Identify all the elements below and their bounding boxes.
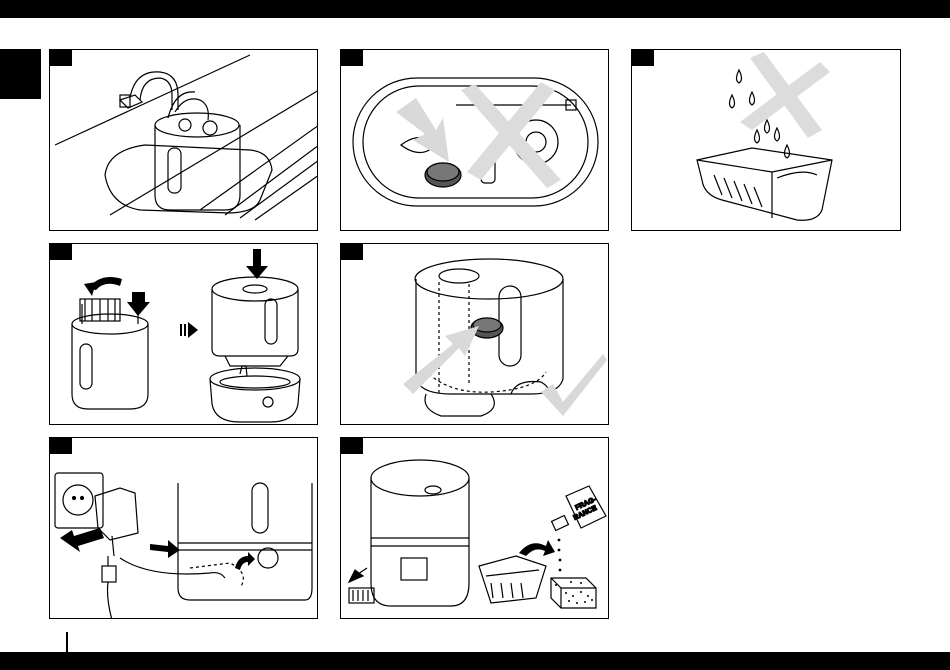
cross-mark bbox=[461, 82, 561, 188]
assemble-illustration bbox=[50, 244, 318, 425]
base-unit bbox=[210, 366, 300, 422]
power-adapter bbox=[95, 488, 138, 619]
panel-no-cartridge-base bbox=[340, 49, 609, 231]
next-step-arrow bbox=[180, 322, 198, 338]
fragrance-bottle: FRAG- RANCE bbox=[552, 486, 606, 530]
panel-fill-tank bbox=[49, 49, 318, 231]
panel-fragrance: FRAG- RANCE bbox=[340, 437, 609, 619]
page-corner-mark bbox=[66, 632, 68, 652]
switch-rotate-arrow bbox=[235, 552, 255, 570]
plug-arrow bbox=[60, 528, 104, 552]
tray-water-illustration bbox=[632, 50, 901, 231]
chapter-tab bbox=[0, 49, 41, 99]
tray bbox=[697, 148, 832, 220]
panel-plug-in bbox=[49, 437, 318, 619]
cable-arrow bbox=[150, 540, 180, 558]
panel-no-water-tray bbox=[631, 49, 901, 231]
panel-insert-cartridge-assemble bbox=[49, 243, 318, 425]
down-arrow-large bbox=[246, 249, 268, 279]
plug-in-illustration bbox=[50, 438, 318, 619]
insert-arrow bbox=[403, 326, 479, 394]
humidifier-side bbox=[178, 483, 312, 600]
fragrance-drops bbox=[558, 539, 562, 572]
fragrance-tray bbox=[479, 556, 546, 603]
fragrance-illustration: FRAG- RANCE bbox=[341, 438, 609, 619]
rotate-arrow bbox=[84, 277, 122, 296]
faucet bbox=[120, 72, 178, 110]
power-cord bbox=[120, 558, 225, 578]
tank-with-cartridge bbox=[72, 299, 148, 409]
top-bar bbox=[0, 0, 950, 18]
cartridge bbox=[425, 163, 461, 187]
fill-tank-illustration bbox=[50, 50, 318, 231]
tray-arrow bbox=[519, 540, 555, 556]
humidifier bbox=[371, 460, 469, 606]
fragrance-drawer-out bbox=[349, 588, 374, 603]
base-top-view-illustration bbox=[341, 50, 609, 231]
sink-counter bbox=[55, 55, 318, 220]
tank-upside-down bbox=[212, 277, 298, 366]
tank-cartridge-illustration bbox=[341, 244, 609, 425]
check-mark bbox=[541, 354, 607, 416]
panel-insert-cartridge-tank bbox=[340, 243, 609, 425]
scented-pad bbox=[551, 578, 596, 608]
drawer-arrow bbox=[349, 568, 367, 582]
water-tank bbox=[155, 92, 240, 210]
bottom-bar bbox=[0, 652, 950, 670]
